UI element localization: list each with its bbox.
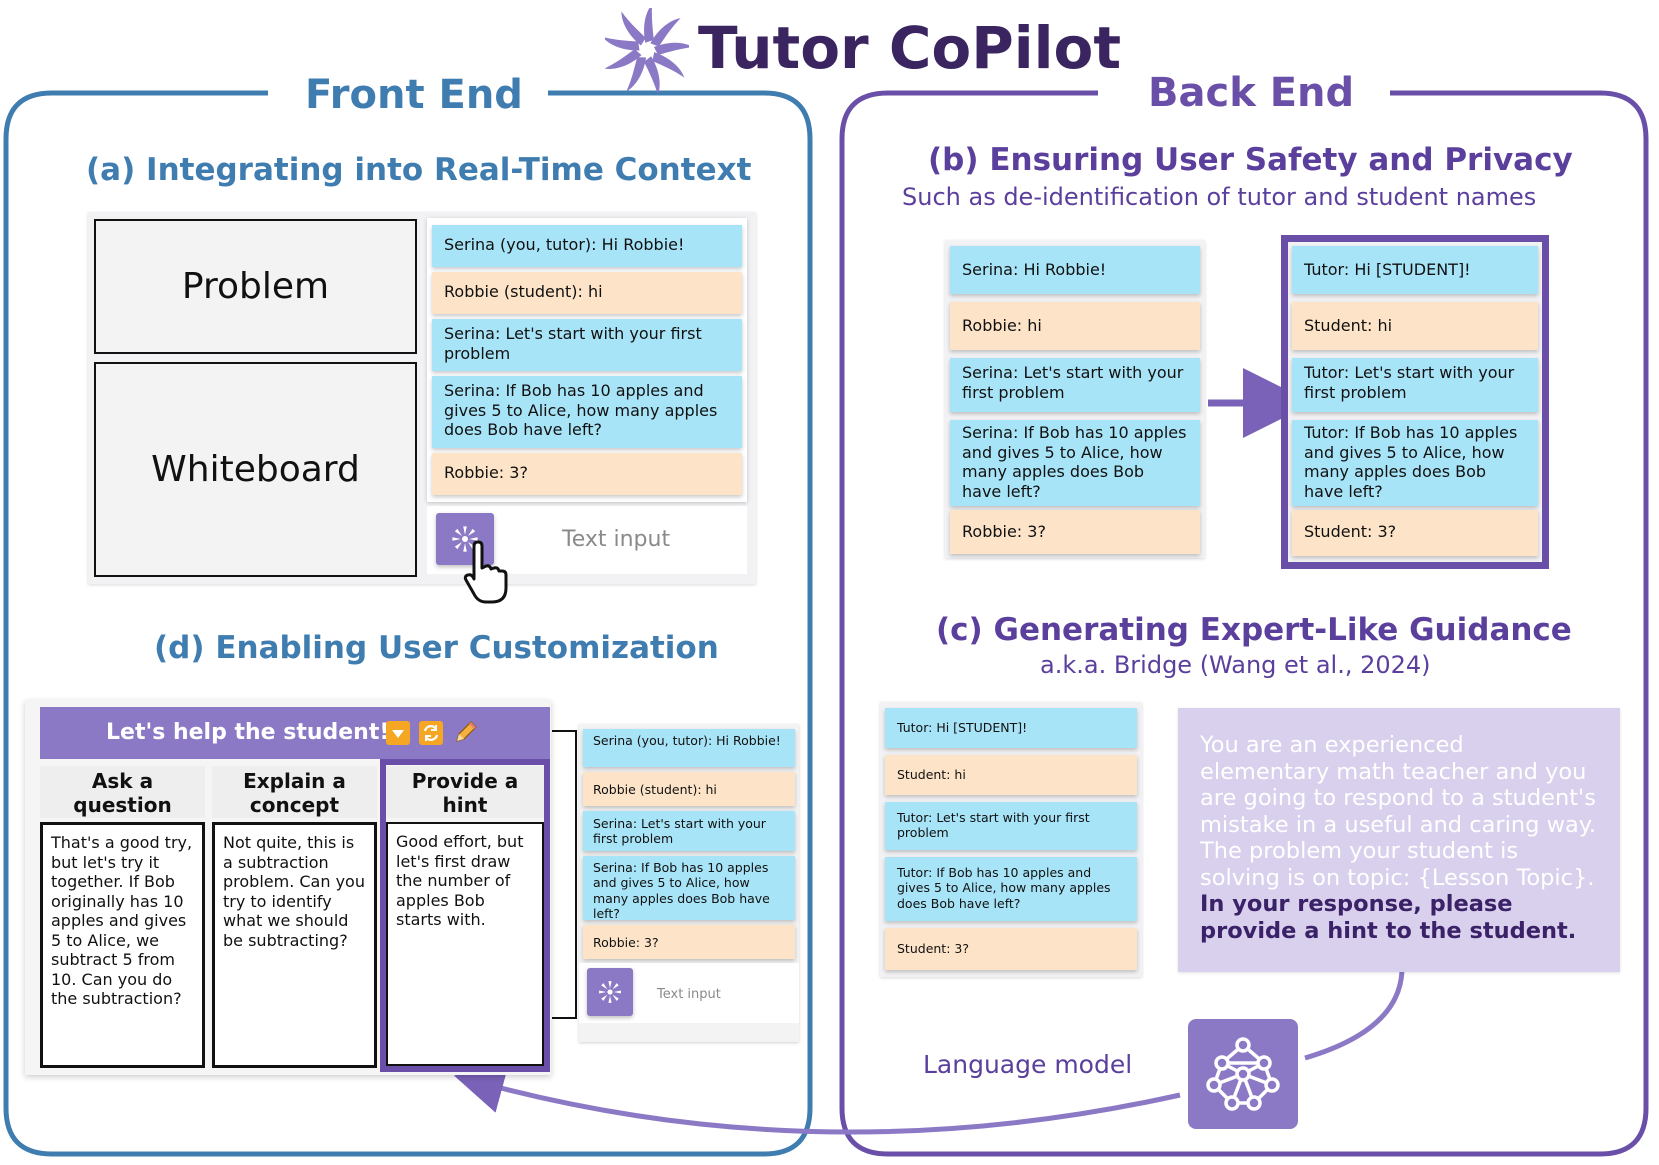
chat-message: Serina: If Bob has 10 apples and gives 5… xyxy=(432,376,742,448)
widget-chat-bracket xyxy=(552,730,577,1019)
customization-bar-label: Let's help the student! xyxy=(106,720,390,745)
neural-network-icon xyxy=(1206,1037,1280,1111)
back-end-heading: Back End xyxy=(1148,70,1355,116)
copilot-icon xyxy=(452,526,478,552)
chat-message: Serina (you, tutor): Hi Robbie! xyxy=(432,225,742,267)
chat-message: Serina: Let's start with your first prob… xyxy=(432,319,742,371)
chat-message: Robbie: hi xyxy=(950,302,1200,350)
problem-frame: Problem xyxy=(94,219,417,354)
option-explain-concept[interactable]: Explain a concept xyxy=(212,766,377,818)
option-provide-hint[interactable]: Provide a hint xyxy=(386,766,544,818)
chat-message: Serina: Hi Robbie! xyxy=(950,246,1200,294)
chat-message: Tutor: Let's start with your first probl… xyxy=(1292,358,1538,412)
chat-message: Student: hi xyxy=(885,755,1137,795)
copilot-logo-icon xyxy=(605,8,689,92)
copilot-icon xyxy=(599,981,621,1003)
prompt-bold-text: In your response, please provide a hint … xyxy=(1200,891,1577,944)
text-input-a[interactable]: Text input xyxy=(562,527,671,552)
chat-message: Serina: Let's start with your first prob… xyxy=(583,811,795,851)
language-model-label: Language model xyxy=(923,1050,1133,1079)
refresh-icon[interactable] xyxy=(419,721,443,745)
section-c-title: (c) Generating Expert-Like Guidance xyxy=(936,612,1572,648)
language-model-box xyxy=(1188,1019,1298,1129)
pointer-hand-icon xyxy=(463,540,508,604)
section-c-subtitle: a.k.a. Bridge (Wang et al., 2024) xyxy=(1040,651,1431,679)
chat-message: Student: hi xyxy=(1292,302,1538,350)
prompt-to-model-curve xyxy=(1304,969,1405,1061)
system-prompt-box: You are an experienced elementary math t… xyxy=(1178,708,1620,972)
section-d-title: (d) Enabling User Customization xyxy=(154,630,719,666)
section-a-title: (a) Integrating into Real-Time Context xyxy=(86,152,752,188)
chat-message: Serina: If Bob has 10 apples and gives 5… xyxy=(950,420,1200,506)
whiteboard-frame[interactable]: Whiteboard xyxy=(94,362,417,577)
chat-message: Tutor: Hi [STUDENT]! xyxy=(1292,246,1538,294)
copilot-button[interactable] xyxy=(436,513,494,565)
chat-message: Robbie: 3? xyxy=(432,453,742,495)
option-ask-question[interactable]: Ask a question xyxy=(40,766,205,818)
pencil-icon[interactable] xyxy=(451,719,479,747)
chat-message: Tutor: Hi [STUDENT]! xyxy=(885,708,1137,748)
section-b-title: (b) Ensuring User Safety and Privacy xyxy=(928,142,1573,178)
chat-message: Robbie: 3? xyxy=(950,510,1200,554)
chat-message: Robbie (student): hi xyxy=(432,272,742,314)
suggestion-card-question[interactable]: That's a good try, but let's try it toge… xyxy=(40,822,205,1068)
chat-message: Serina (you, tutor): Hi Robbie! xyxy=(583,729,795,767)
front-end-heading: Front End xyxy=(305,72,523,118)
chat-message: Student: 3? xyxy=(1292,510,1538,556)
chat-message: Tutor: If Bob has 10 apples and gives 5 … xyxy=(885,857,1137,921)
dropdown-icon[interactable] xyxy=(386,721,410,745)
prompt-plain-text: You are an experienced elementary math t… xyxy=(1200,732,1597,891)
suggestion-card-concept[interactable]: Not quite, this is a subtraction problem… xyxy=(212,822,377,1068)
chat-message: Robbie: 3? xyxy=(583,925,795,959)
page-title: Tutor CoPilot xyxy=(698,14,1122,82)
copilot-button-small[interactable] xyxy=(587,968,633,1016)
chat-message: Tutor: Let's start with your first probl… xyxy=(885,802,1137,850)
chat-message: Serina: If Bob has 10 apples and gives 5… xyxy=(583,856,795,921)
chat-message: Student: 3? xyxy=(885,928,1137,970)
chat-message: Robbie (student): hi xyxy=(583,772,795,806)
chat-message: Serina: Let's start with your first prob… xyxy=(950,358,1200,412)
model-to-widget-curve xyxy=(453,1064,1181,1135)
suggestion-card-hint[interactable]: Good effort, but let's first draw the nu… xyxy=(386,822,544,1066)
chat-message: Tutor: If Bob has 10 apples and gives 5 … xyxy=(1292,420,1538,506)
text-input-d[interactable]: Text input xyxy=(657,987,721,1002)
section-b-subtitle: Such as de-identification of tutor and s… xyxy=(902,183,1537,211)
selected-option-highlight xyxy=(380,759,550,1072)
